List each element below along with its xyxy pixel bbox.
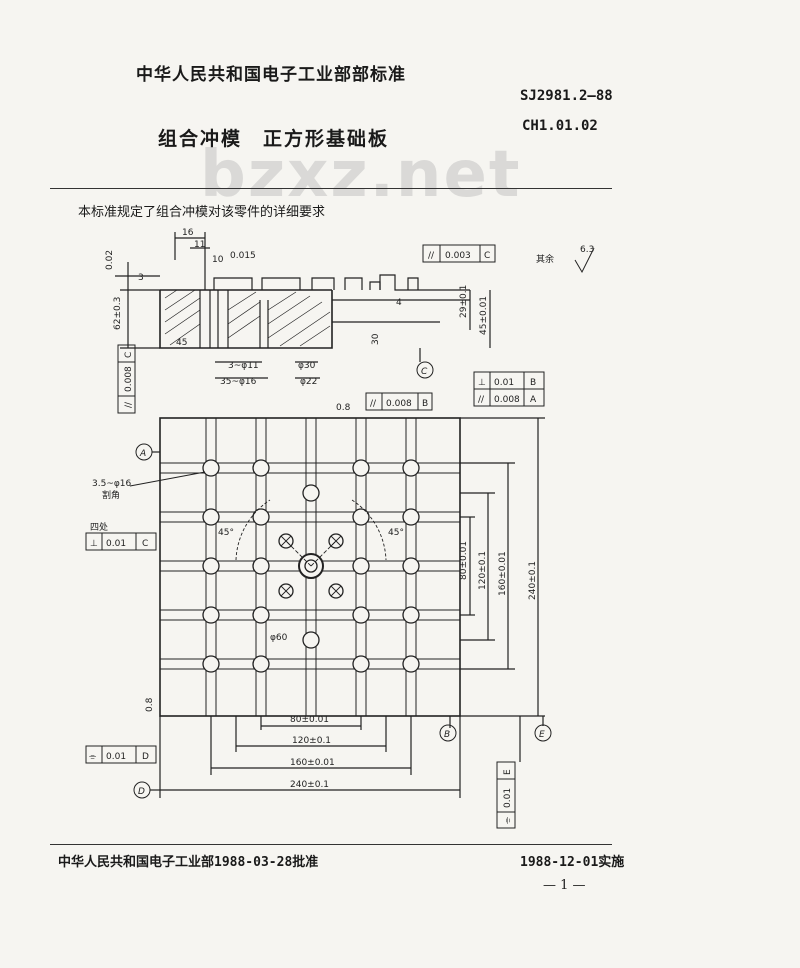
- tol-top-datum: C: [484, 251, 490, 261]
- engineering-drawing: 16 11 10 0.015 0.02 3 62±0.3 45 3~φ11 35…: [85, 228, 595, 829]
- tol-sym-bottom-value: 0.01: [106, 752, 126, 762]
- tol-sym-bottom-symbol: ⌯: [89, 752, 97, 762]
- dim-29: 29±0.1: [459, 285, 469, 318]
- standard-number: SJ2981.2—88: [520, 88, 613, 104]
- tol-perp-left-value: 0.01: [106, 539, 126, 549]
- dim-10: 10: [212, 255, 224, 265]
- roughness-value: 6.3: [580, 245, 594, 255]
- intro-text: 本标准规定了组合冲模对该零件的详细要求: [78, 205, 326, 220]
- datum-b: B: [444, 730, 450, 740]
- surface-ra: 0.8: [336, 403, 351, 413]
- dim-30: 30: [371, 333, 381, 345]
- dim-45: 45: [176, 338, 187, 348]
- dim-002: 0.02: [105, 250, 115, 270]
- roughness-label: 其余: [536, 253, 554, 265]
- tol-mid-value: 0.008: [386, 399, 412, 409]
- document-title: 组合冲模 正方形基础板: [158, 128, 390, 150]
- dim-62: 62±0.3: [113, 297, 123, 330]
- dim-4: 4: [396, 298, 402, 308]
- tol-mid-datum: B: [422, 399, 428, 409]
- tol-top-symbol: //: [428, 251, 435, 261]
- dim-v80: 80±0.01: [459, 541, 469, 580]
- dim-35-phi16-holes: 3.5~φ16: [92, 479, 132, 489]
- section-view: [115, 232, 491, 379]
- spot-label: 四处: [90, 521, 108, 533]
- datum-e: E: [539, 730, 545, 740]
- tol-left-value: 0.008: [124, 366, 134, 392]
- datum-a: A: [139, 449, 146, 459]
- tol-par-right-datum: A: [530, 395, 537, 405]
- dim-v240: 240±0.1: [528, 561, 538, 600]
- dim-45-001: 45±0.01: [479, 296, 489, 335]
- tol-left-datum: C: [124, 352, 134, 358]
- part-code: CH1.01.02: [522, 118, 598, 134]
- tol-par-right-symbol: //: [478, 395, 485, 405]
- tol-sym-right-datum: E: [503, 769, 513, 775]
- approval-statement: 中华人民共和国电子工业部1988-03-28批准: [58, 855, 319, 870]
- datum-c: C: [421, 367, 428, 377]
- surface-ra-2: 0.8: [145, 697, 155, 712]
- footer-rule: [50, 844, 612, 845]
- dim-11: 11: [194, 240, 205, 250]
- angle-45-left: 45°: [218, 528, 234, 538]
- dim-h160: 160±0.01: [290, 758, 335, 768]
- dim-3-phi11: 3~φ11: [228, 361, 259, 371]
- page-number: — 1 —: [543, 878, 586, 893]
- tol-mid-symbol: //: [370, 399, 377, 409]
- dim-v120: 120±0.1: [478, 551, 488, 590]
- dim-35-phi16: 35~φ16: [220, 377, 257, 387]
- tol-top-value: 0.003: [445, 251, 471, 261]
- watermark: bzxz.net: [200, 138, 522, 212]
- tol-perp-left-symbol: ⊥: [90, 539, 98, 549]
- tol-perp-datum: B: [530, 378, 536, 388]
- effective-date: 1988-12-01实施: [520, 855, 625, 870]
- tol-sym-right-value: 0.01: [503, 788, 513, 808]
- dim-h240: 240±0.1: [290, 780, 329, 790]
- dim-h120: 120±0.1: [292, 736, 331, 746]
- angle-45-right: 45°: [388, 528, 404, 538]
- plan-view: [129, 417, 545, 798]
- tol-left-symbol: //: [124, 401, 134, 408]
- dim-3: 3: [138, 273, 144, 283]
- dim-h80: 80±0.01: [290, 715, 329, 725]
- tol-perp-symbol: ⊥: [478, 378, 486, 388]
- dim-phi60: φ60: [270, 633, 288, 643]
- issuing-authority: 中华人民共和国电子工业部部标准: [136, 65, 406, 85]
- datum-d: D: [138, 787, 145, 797]
- tol-sym-right-symbol: ⌯: [503, 816, 513, 824]
- dim-0015: 0.015: [230, 251, 256, 261]
- dim-v160: 160±0.01: [498, 551, 508, 596]
- header-rule: [50, 188, 612, 189]
- blind-label: 割角: [102, 489, 120, 501]
- tol-sym-bottom-datum: D: [142, 752, 149, 762]
- dim-16: 16: [182, 228, 194, 238]
- tol-perp-value: 0.01: [494, 378, 514, 388]
- dim-phi22: φ22: [300, 377, 317, 387]
- dim-phi30: φ30: [298, 361, 316, 371]
- tol-par-right-value: 0.008: [494, 395, 520, 405]
- tol-perp-left-datum: C: [142, 539, 148, 549]
